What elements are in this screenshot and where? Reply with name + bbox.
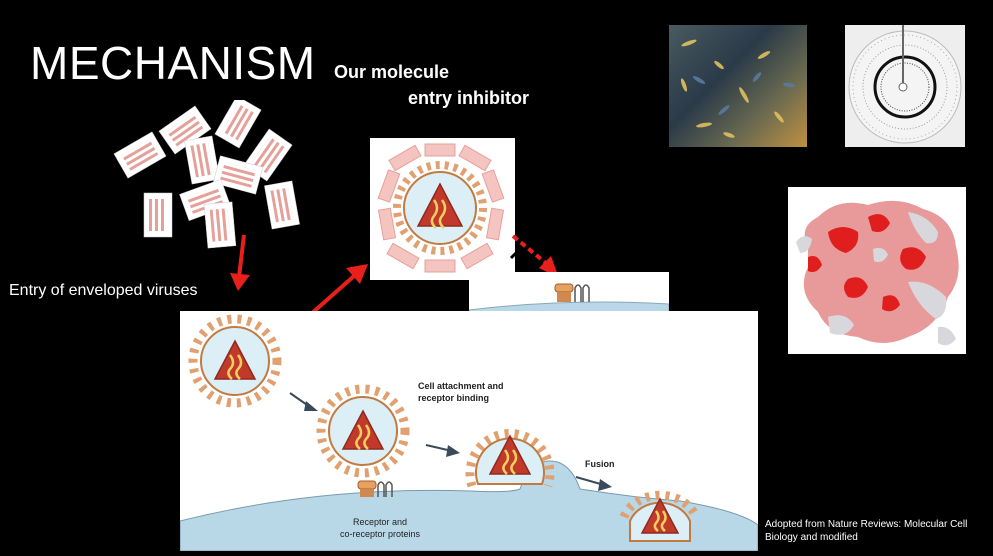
inhibited-virus-panel xyxy=(370,138,515,280)
fusion-label: Fusion xyxy=(585,459,615,469)
attach-label-line2: receptor binding xyxy=(418,393,489,403)
virus-4 xyxy=(619,490,701,542)
protein-surface-image xyxy=(788,187,966,354)
inhibited-virus-illustration xyxy=(377,143,505,273)
fusion-illustration: Receptor and co-receptor proteins Cell a… xyxy=(179,314,759,552)
red-arrow-down xyxy=(230,234,250,291)
molecule-cluster xyxy=(113,100,301,249)
credit-text: Adopted from Nature Reviews: Molecular C… xyxy=(765,519,968,543)
virus-1 xyxy=(188,314,282,408)
attach-label-line1: Cell attachment and xyxy=(418,381,504,391)
virus-3 xyxy=(465,429,555,488)
receptor-label-bottom-line1: Receptor and xyxy=(353,517,407,527)
diffraction-pattern xyxy=(848,25,962,144)
subtitle-line-1: Our molecule xyxy=(334,62,450,82)
crystal-shards xyxy=(680,39,795,138)
fusion-diagram: Receptor and co-receptor proteins Cell a… xyxy=(179,311,759,552)
diffraction-image xyxy=(845,25,965,147)
crystal-image xyxy=(669,25,807,147)
entry-label: Entry of enveloped viruses xyxy=(9,282,198,299)
virus-2 xyxy=(316,384,410,478)
subtitle-line-2: entry inhibitor xyxy=(408,88,529,108)
receptor-label-bottom-line2: co-receptor proteins xyxy=(340,529,421,539)
slide-title: MECHANISM xyxy=(30,37,316,89)
protein-surface xyxy=(796,200,959,346)
